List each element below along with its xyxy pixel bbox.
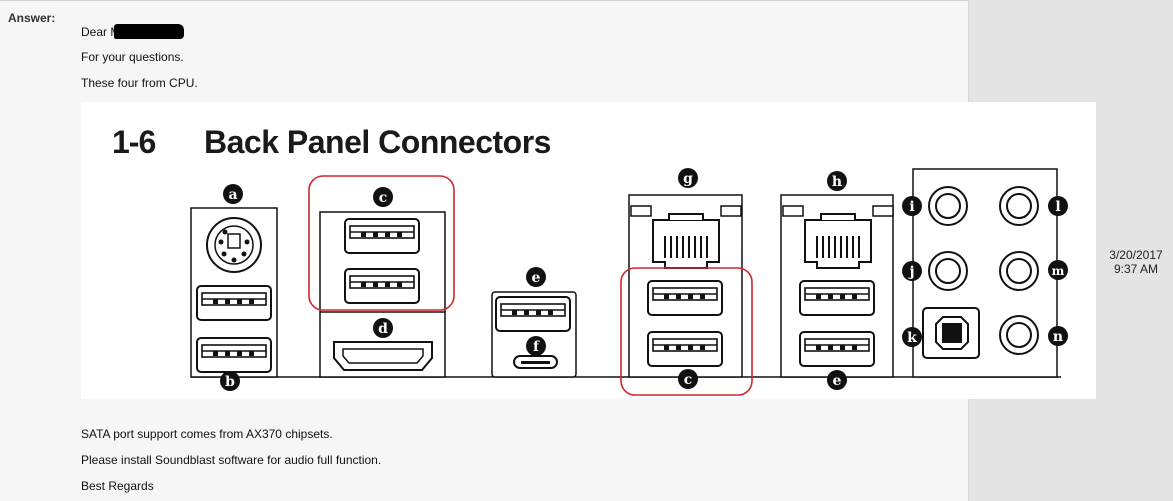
label-c-top: c [379, 190, 388, 206]
highlight-box [620, 267, 753, 396]
connector-diagram: a b c d e f g c h e [190, 168, 1068, 396]
answer-label: Answer: [8, 11, 56, 25]
label-n: n [1053, 329, 1063, 345]
label-b: b [225, 374, 235, 390]
message-line: These four from CPU. [81, 76, 198, 90]
label-k: k [907, 330, 917, 346]
greeting-line: Dear Mr [81, 24, 185, 39]
figure-title: Back Panel Connectors [204, 124, 551, 160]
label-c-bottom: c [684, 372, 693, 388]
label-i: i [909, 199, 914, 215]
message-line: Best Regards [81, 479, 154, 493]
figure-number: 1-6 [112, 124, 156, 160]
message-line: For your questions. [81, 50, 184, 64]
divider [0, 0, 968, 1]
label-e-right: e [833, 373, 842, 389]
label-m: m [1052, 264, 1065, 278]
highlight-box [308, 175, 455, 311]
label-a: a [228, 187, 237, 203]
label-l: l [1055, 199, 1060, 215]
greeting-text: Dear Mr [81, 25, 125, 39]
label-h: h [832, 174, 842, 190]
label-f: f [533, 339, 540, 355]
message-line: SATA port support comes from AX370 chips… [81, 427, 333, 441]
label-d: d [378, 321, 388, 337]
label-e-mid: e [532, 270, 541, 286]
message-line: Please install Soundblast software for a… [81, 453, 382, 467]
timestamp-time: 9:37 AM [1113, 262, 1159, 276]
message-panel: Answer: Dear Mr For your questions. Thes… [0, 0, 1096, 501]
back-panel-figure: 1-6 Back Panel Connectors [81, 102, 1096, 399]
message-timestamp: 3/20/2017 9:37 AM [1100, 248, 1172, 276]
redacted-name [114, 24, 185, 39]
label-j: j [907, 264, 914, 280]
label-g: g [683, 171, 693, 187]
timestamp-date: 3/20/2017 [1109, 248, 1163, 262]
